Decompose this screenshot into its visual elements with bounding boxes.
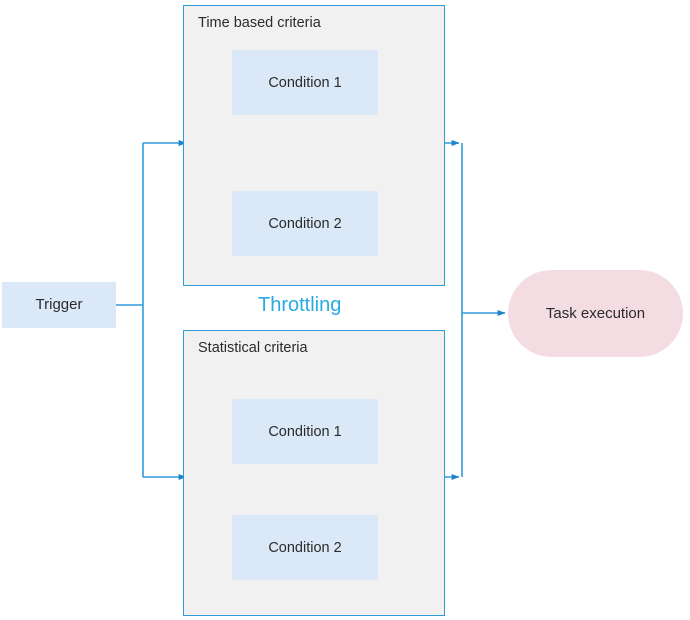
condition-statistical-1-label: Condition 1	[268, 423, 342, 440]
node-trigger-label: Trigger	[35, 296, 83, 313]
condition-time-1[interactable]: Condition 1	[232, 50, 378, 115]
condition-time-2[interactable]: Condition 2	[232, 191, 378, 256]
node-trigger[interactable]: Trigger	[2, 282, 116, 328]
condition-statistical-2[interactable]: Condition 2	[232, 515, 378, 580]
throttling-title: Throttling	[258, 294, 342, 316]
condition-time-2-label: Condition 2	[268, 215, 342, 232]
node-task-execution[interactable]: Task execution	[508, 270, 683, 357]
condition-time-1-label: Condition 1	[268, 74, 342, 91]
edge-trigger-to-groups	[116, 139, 187, 480]
condition-statistical-1[interactable]: Condition 1	[232, 399, 378, 464]
condition-statistical-2-label: Condition 2	[268, 539, 342, 556]
group-statistical-criteria-title: Statistical criteria	[198, 340, 308, 356]
node-task-execution-label: Task execution	[545, 304, 646, 322]
group-time-based-criteria-title: Time based criteria	[198, 15, 321, 31]
